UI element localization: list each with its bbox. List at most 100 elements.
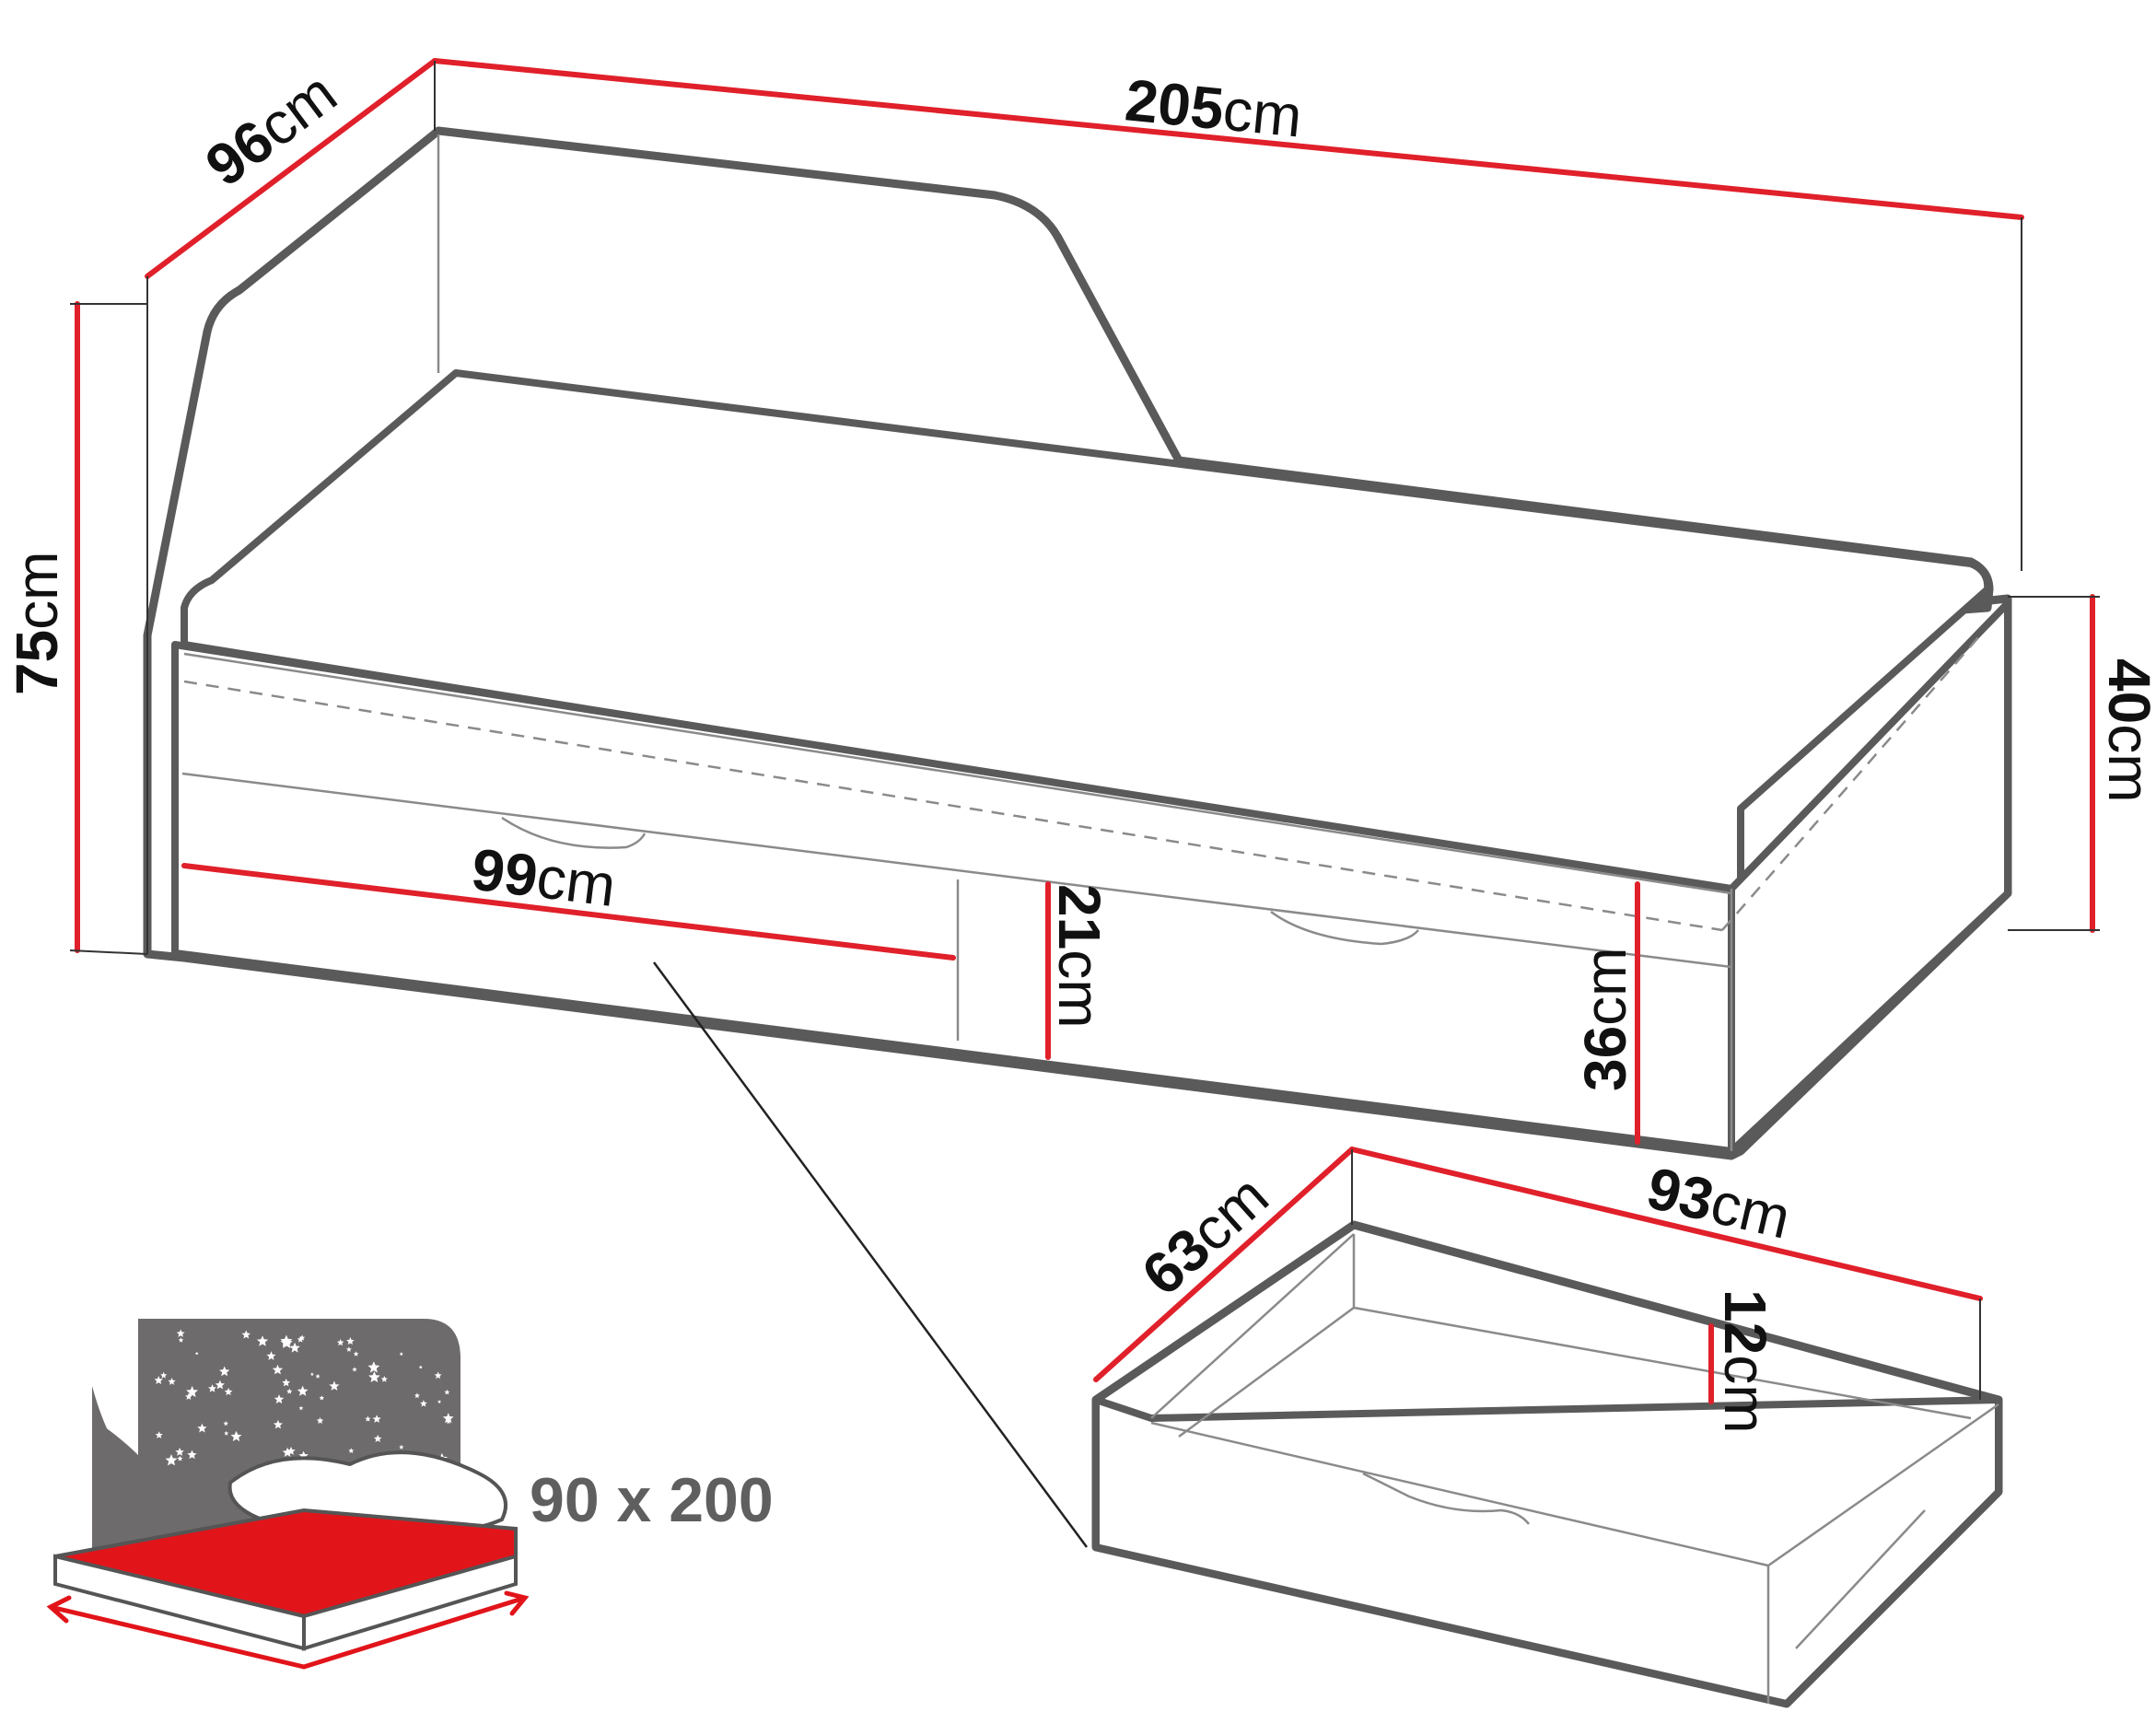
star-icon [399, 1444, 404, 1450]
label-drawer-width-value: 93 [1641, 1154, 1720, 1233]
dim-line-depth [145, 58, 437, 279]
dim-line-drawer-width [1349, 1147, 1983, 1301]
star-icon [160, 1371, 168, 1379]
label-drawer-height-unit: cm [1712, 1355, 1778, 1433]
drawer-detail-lines [1150, 1233, 1999, 1704]
label-base-height: 21cm [1046, 884, 1113, 1029]
label-side-height-value: 40 [2096, 658, 2156, 724]
star-icon [352, 1367, 357, 1372]
star-icon [194, 1351, 199, 1356]
mattress-size-arrow [46, 1590, 530, 1670]
star-icon [280, 1334, 293, 1346]
star-icon [155, 1431, 163, 1438]
label-side-height-unit: cm [2096, 724, 2156, 802]
star-icon [224, 1387, 233, 1396]
star-icon [230, 1430, 242, 1442]
mattress-headboard-stars-icon [46, 1319, 530, 1670]
star-icon [178, 1337, 184, 1343]
star-icon [168, 1378, 176, 1385]
stars-icon [154, 1329, 454, 1470]
label-height-value: 75 [4, 630, 70, 695]
star-icon [297, 1335, 304, 1343]
label-drawer-height-value: 12 [1712, 1289, 1778, 1355]
star-icon [208, 1384, 216, 1392]
star-icon [346, 1337, 355, 1345]
star-icon [399, 1352, 403, 1357]
star-icon [187, 1450, 197, 1460]
star-icon [223, 1421, 228, 1426]
star-icon [316, 1416, 324, 1424]
star-icon [434, 1371, 442, 1380]
dim-line-drawer-depth [1093, 1147, 1355, 1382]
star-icon [297, 1385, 309, 1396]
star-icon [176, 1329, 185, 1337]
label-drawer-width: 93cm [1641, 1154, 1797, 1251]
label-length-value: 205 [1123, 66, 1227, 142]
star-icon [256, 1335, 269, 1346]
star-icon [380, 1376, 388, 1382]
star-icon [224, 1430, 229, 1436]
star-icon [219, 1366, 230, 1377]
star-icon [329, 1380, 340, 1391]
star-icon [319, 1395, 325, 1401]
star-icon [444, 1389, 450, 1395]
bed-detail-lines [181, 134, 1981, 1548]
star-icon [309, 1372, 314, 1376]
star-icon [298, 1405, 304, 1411]
star-icon [414, 1392, 420, 1399]
drawer-outline-icon [1091, 1220, 2003, 1708]
star-icon [365, 1415, 371, 1422]
label-base-height-value: 21 [1046, 884, 1113, 949]
star-icon [373, 1434, 382, 1442]
star-icon [368, 1371, 380, 1382]
star-icon [286, 1388, 293, 1394]
star-icon [185, 1392, 192, 1400]
label-front-height: 36cm [1572, 948, 1638, 1092]
star-icon [446, 1419, 451, 1425]
label-front-height-value: 36 [1572, 1026, 1638, 1091]
star-icon [241, 1330, 251, 1339]
star-icon [437, 1400, 442, 1403]
mattress-size-label: 90 x 200 [530, 1465, 774, 1535]
star-icon [353, 1351, 359, 1357]
star-icon [289, 1342, 300, 1353]
label-depth: 96cm [193, 59, 348, 199]
drawer-front [1092, 1396, 2002, 1707]
star-icon [420, 1400, 427, 1407]
star-icon [336, 1338, 344, 1346]
daybed-outline-icon [143, 126, 2012, 1160]
label-length: 205cm [1123, 66, 1305, 149]
star-icon [282, 1378, 291, 1387]
label-drawer-front: 99cm [468, 835, 619, 919]
label-drawer-front-unit: cm [533, 844, 619, 919]
star-icon [348, 1448, 355, 1453]
star-icon [175, 1447, 184, 1456]
mattress-side-right [302, 1554, 518, 1651]
star-icon [282, 1447, 293, 1457]
label-drawer-front-value: 99 [468, 835, 541, 909]
star-icon [372, 1415, 381, 1423]
star-icon [154, 1376, 163, 1384]
dim-line-drawer-front [181, 863, 956, 961]
headboard-sky-left [92, 1386, 147, 1529]
label-side-height: 40cm [2096, 658, 2156, 803]
extension-lines [69, 61, 2100, 1400]
star-icon [315, 1373, 320, 1379]
star-icon [177, 1455, 183, 1461]
star-icon [442, 1413, 454, 1424]
dim-line-length [432, 58, 2024, 220]
dimension-lines [75, 58, 2095, 1404]
star-icon [367, 1361, 380, 1373]
label-drawer-height: 12cm [1712, 1289, 1778, 1434]
star-icon [165, 1454, 178, 1466]
label-length-unit: cm [1220, 76, 1305, 150]
star-icon [345, 1346, 352, 1352]
label-base-height-unit: cm [1046, 949, 1113, 1028]
star-icon [274, 1394, 285, 1404]
label-height: 75cm [4, 552, 70, 696]
star-icon [273, 1419, 283, 1429]
star-icon [418, 1365, 423, 1369]
label-front-height-unit: cm [1572, 948, 1638, 1026]
star-icon [197, 1423, 207, 1433]
